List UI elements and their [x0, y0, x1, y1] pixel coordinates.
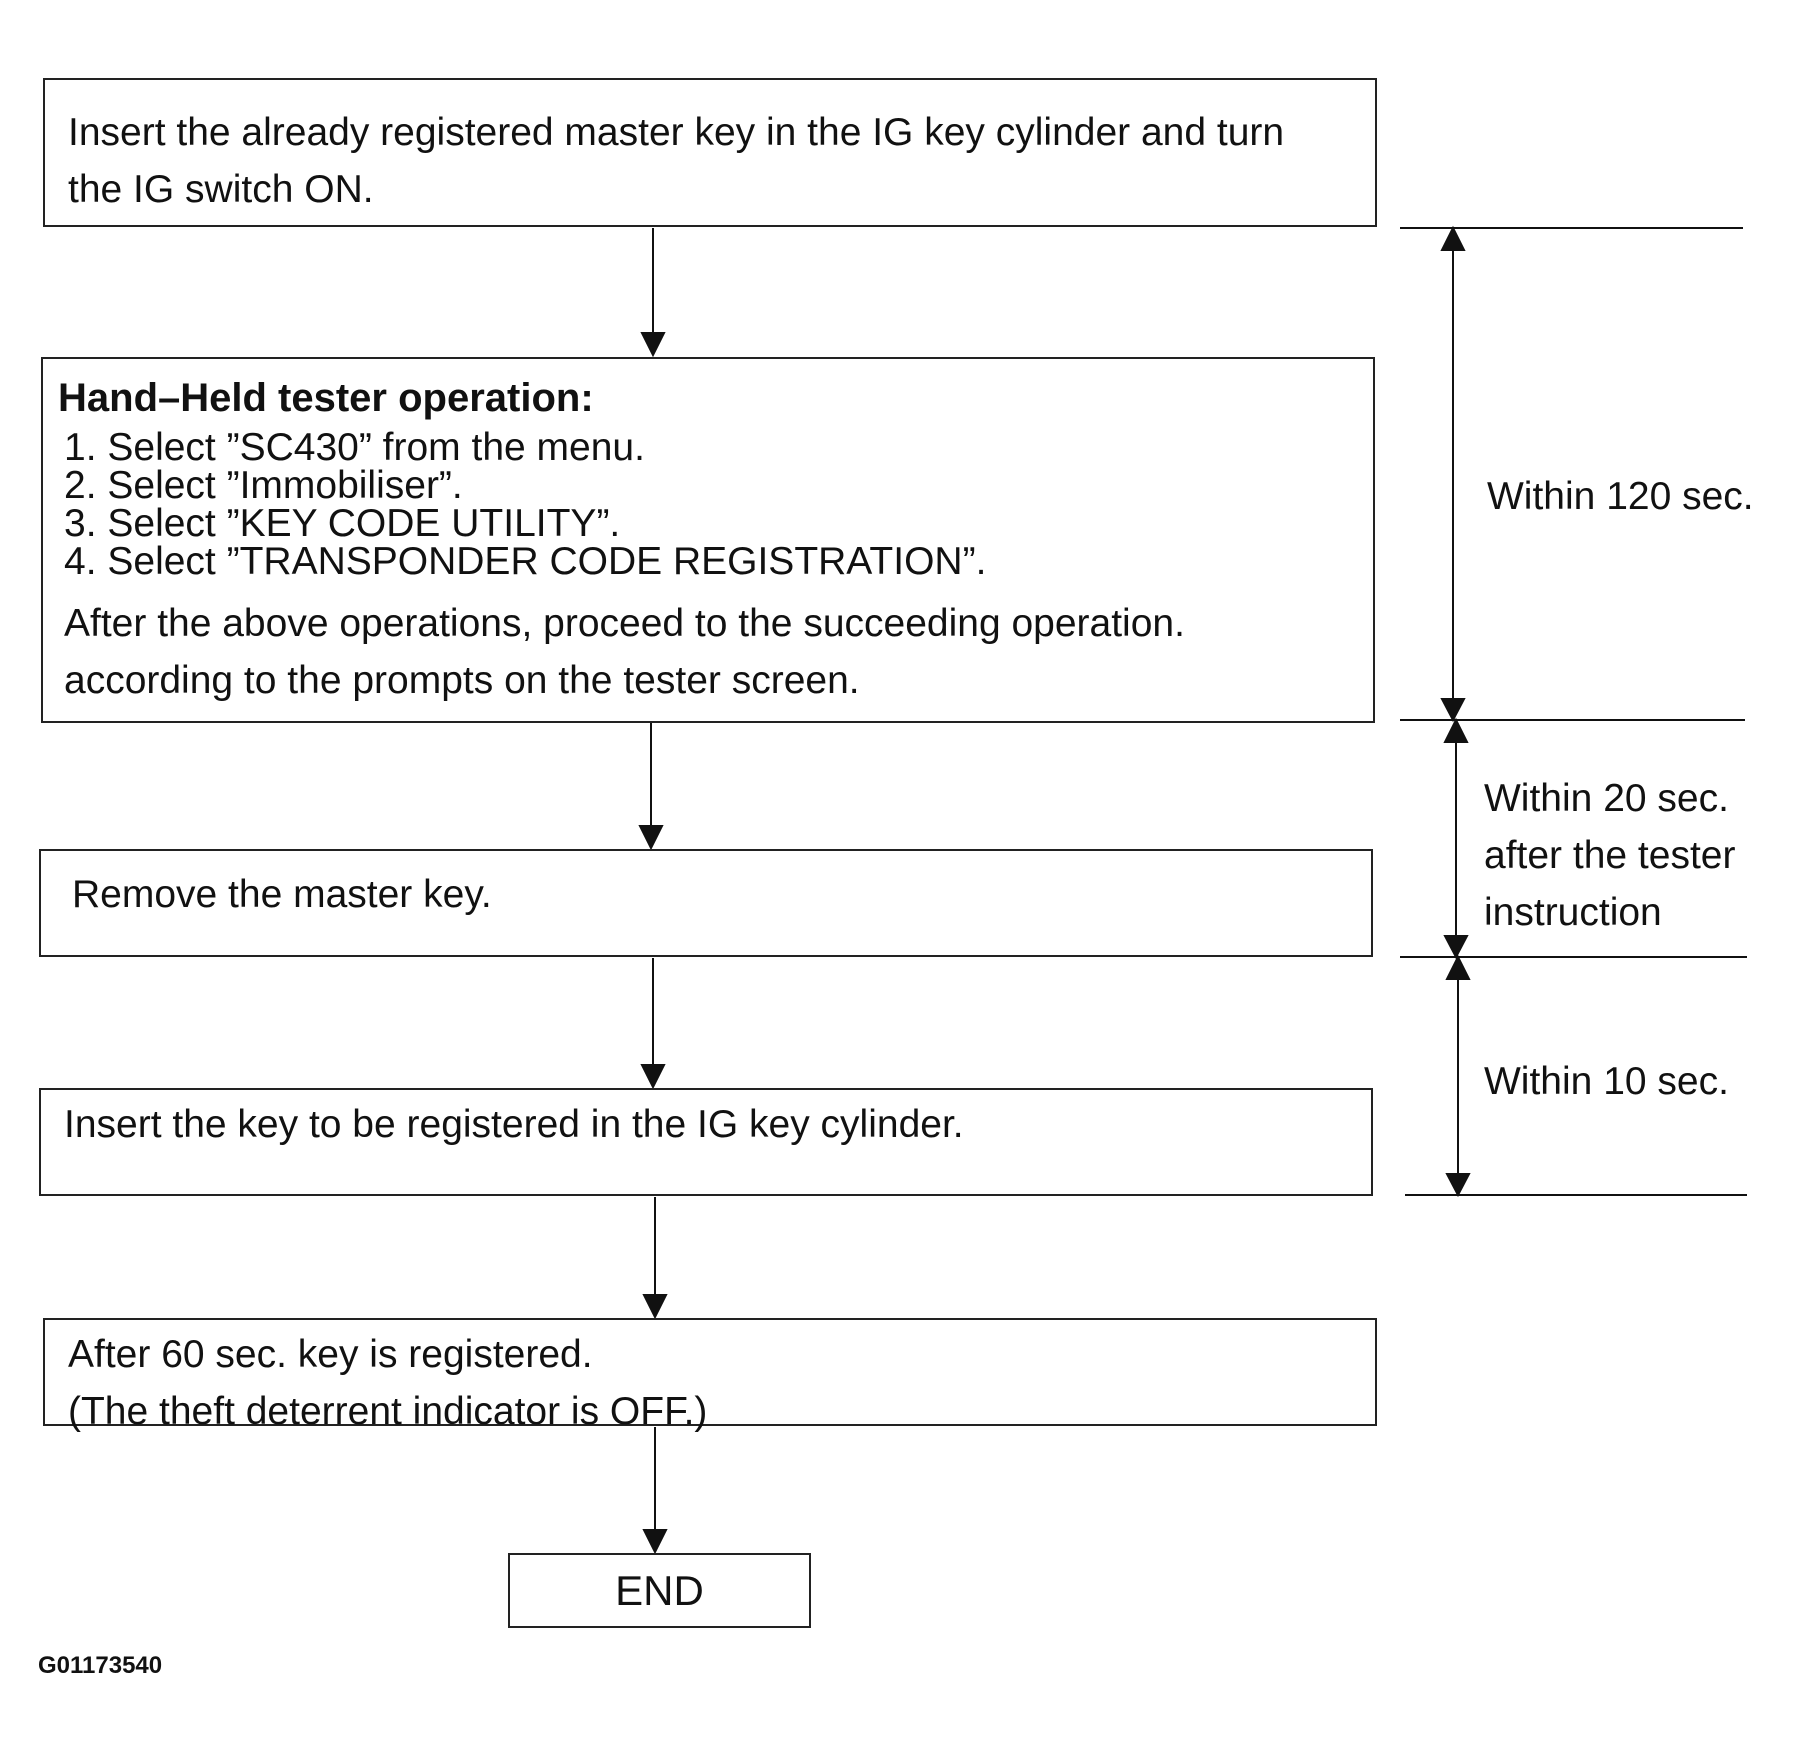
timing-text: instruction [1484, 891, 1662, 934]
step-text: Insert the key to be registered in the I… [64, 1103, 964, 1146]
tester-after-text: according to the prompts on the tester s… [64, 659, 860, 702]
step-box-tester-operation: Hand–Held tester operation: 1. Select ”S… [41, 357, 1375, 723]
step-text: After 60 sec. key is registered. [68, 1333, 593, 1376]
step-box-key-registered: After 60 sec. key is registered. (The th… [43, 1318, 1377, 1433]
timing-text: Within 120 sec. [1487, 475, 1754, 518]
timing-text: Within 20 sec. [1484, 777, 1729, 820]
step-box-remove-master-key: Remove the master key. [39, 849, 1373, 957]
timing-label-20-sec: Within 20 sec. after the tester instruct… [1484, 770, 1735, 941]
tester-step-item: 4. Select ”TRANSPONDER CODE REGISTRATION… [64, 540, 987, 583]
timing-label-120-sec: Within 120 sec. [1487, 468, 1754, 525]
end-box: END [508, 1553, 811, 1628]
tester-after-text: After the above operations, proceed to t… [64, 602, 1185, 645]
end-label: END [615, 1566, 704, 1614]
tester-operation-title: Hand–Held tester operation: [58, 376, 594, 420]
tester-step-item: 1. Select ”SC430” from the menu. [64, 426, 645, 469]
figure-code: G01173540 [38, 1652, 163, 1679]
step-text: (The theft deterrent indicator is OFF.) [68, 1390, 708, 1433]
timing-text: Within 10 sec. [1484, 1060, 1729, 1103]
tester-step-item: 2. Select ”Immobiliser”. [64, 464, 463, 507]
step-box-insert-master-key: Insert the already registered master key… [43, 78, 1377, 227]
step-text: Remove the master key. [72, 873, 492, 916]
timing-label-10-sec: Within 10 sec. [1484, 1053, 1729, 1110]
tester-step-item: 3. Select ”KEY CODE UTILITY”. [64, 502, 621, 545]
timing-text: after the tester [1484, 834, 1736, 877]
step-text: the IG switch ON. [68, 168, 374, 211]
step-text: Insert the already registered master key… [68, 111, 1285, 154]
step-box-insert-new-key: Insert the key to be registered in the I… [39, 1088, 1373, 1196]
